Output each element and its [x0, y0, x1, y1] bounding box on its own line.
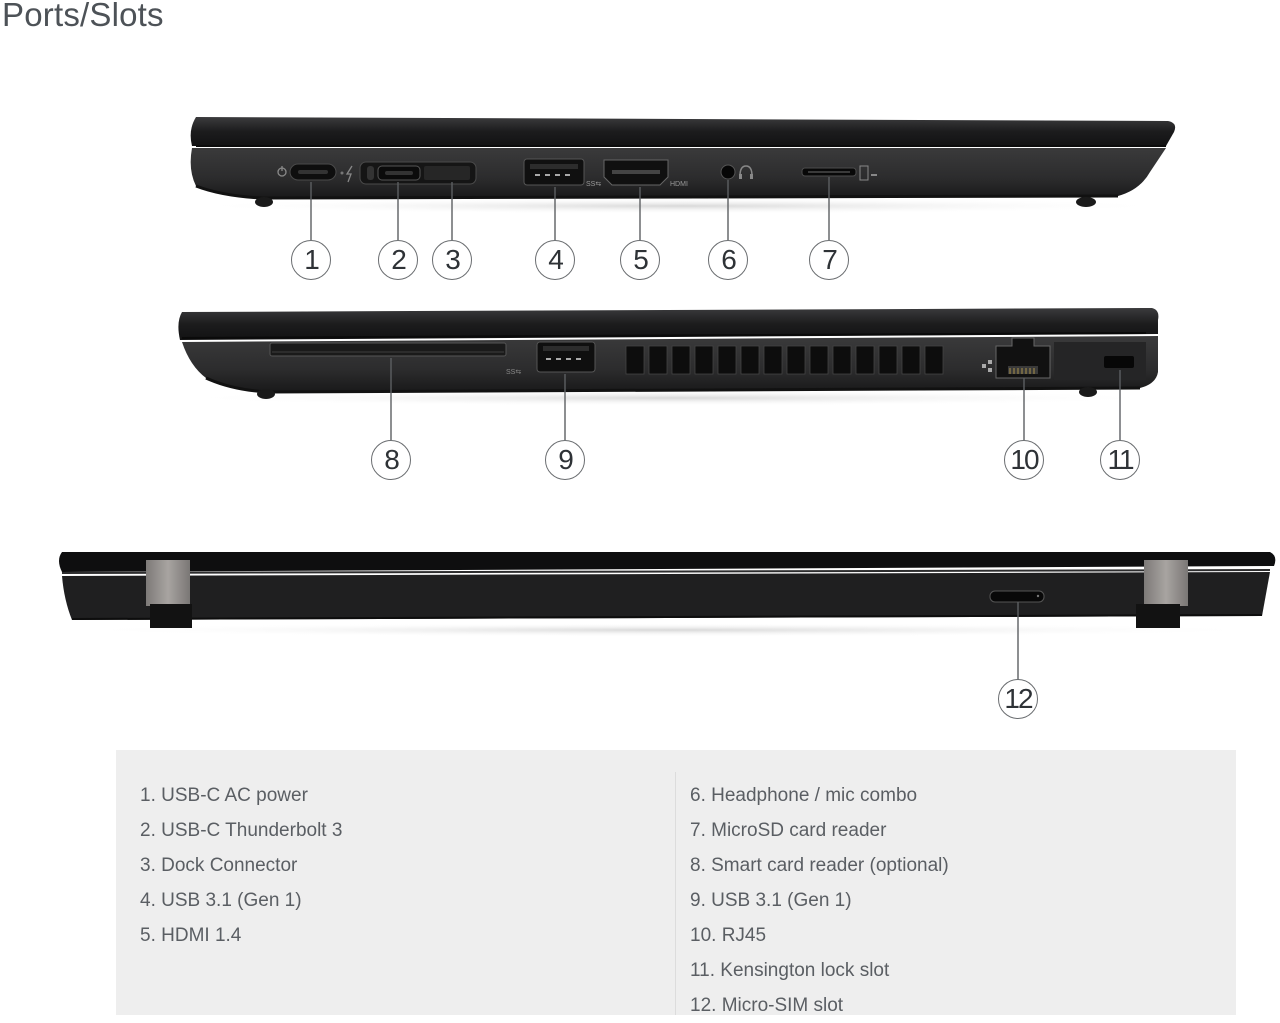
legend-item: 12. Micro-SIM slot: [690, 995, 844, 1016]
callout-8: 8: [371, 440, 411, 480]
callout-5: 5: [620, 240, 660, 280]
callout-3: 3: [432, 240, 472, 280]
legend-item: 5. HDMI 1.4: [140, 925, 242, 946]
legend-item: 3. Dock Connector: [140, 855, 298, 876]
legend-column-right: 6. Headphone / mic combo 7. MicroSD card…: [690, 778, 949, 1023]
svg-text:SS⇆: SS⇆: [506, 369, 521, 376]
usb-ss-label: SS⇆: [586, 181, 601, 188]
callout-6: 6: [708, 240, 748, 280]
callout-11: 11: [1100, 440, 1140, 480]
legend-item: 10. RJ45: [690, 925, 767, 946]
callout-2: 2: [378, 240, 418, 280]
legend-item: 1. USB-C AC power: [140, 785, 308, 806]
legend-item: 8. Smart card reader (optional): [690, 855, 949, 876]
legend-item: 2. USB-C Thunderbolt 3: [140, 820, 343, 841]
legend-item: 11. Kensington lock slot: [690, 960, 890, 981]
legend-divider: [675, 772, 676, 1015]
ports-legend: 1. USB-C AC power 2. USB-C Thunderbolt 3…: [116, 750, 1236, 1016]
callout-1: 1: [291, 240, 331, 280]
legend-item: 6. Headphone / mic combo: [690, 785, 918, 806]
legend-item: 9. USB 3.1 (Gen 1): [690, 890, 852, 911]
legend-column-left: 1. USB-C AC power 2. USB-C Thunderbolt 3…: [140, 778, 342, 953]
rear-view: [58, 552, 1278, 680]
right-side-view: SS⇆: [170, 308, 1170, 440]
laptop-diagram: SS⇆ HDMI SS⇆: [58, 117, 1278, 680]
callout-12: 12: [998, 679, 1038, 719]
legend-item: 7. MicroSD card reader: [690, 820, 887, 841]
callout-7: 7: [809, 240, 849, 280]
callout-9: 9: [545, 440, 585, 480]
left-side-view: SS⇆ HDMI: [180, 117, 1180, 240]
callout-10: 10: [1004, 440, 1044, 480]
legend-item: 4. USB 3.1 (Gen 1): [140, 890, 302, 911]
page-title: Ports/Slots: [2, 0, 164, 33]
hdmi-label: HDMI: [670, 181, 688, 188]
callout-4: 4: [535, 240, 575, 280]
